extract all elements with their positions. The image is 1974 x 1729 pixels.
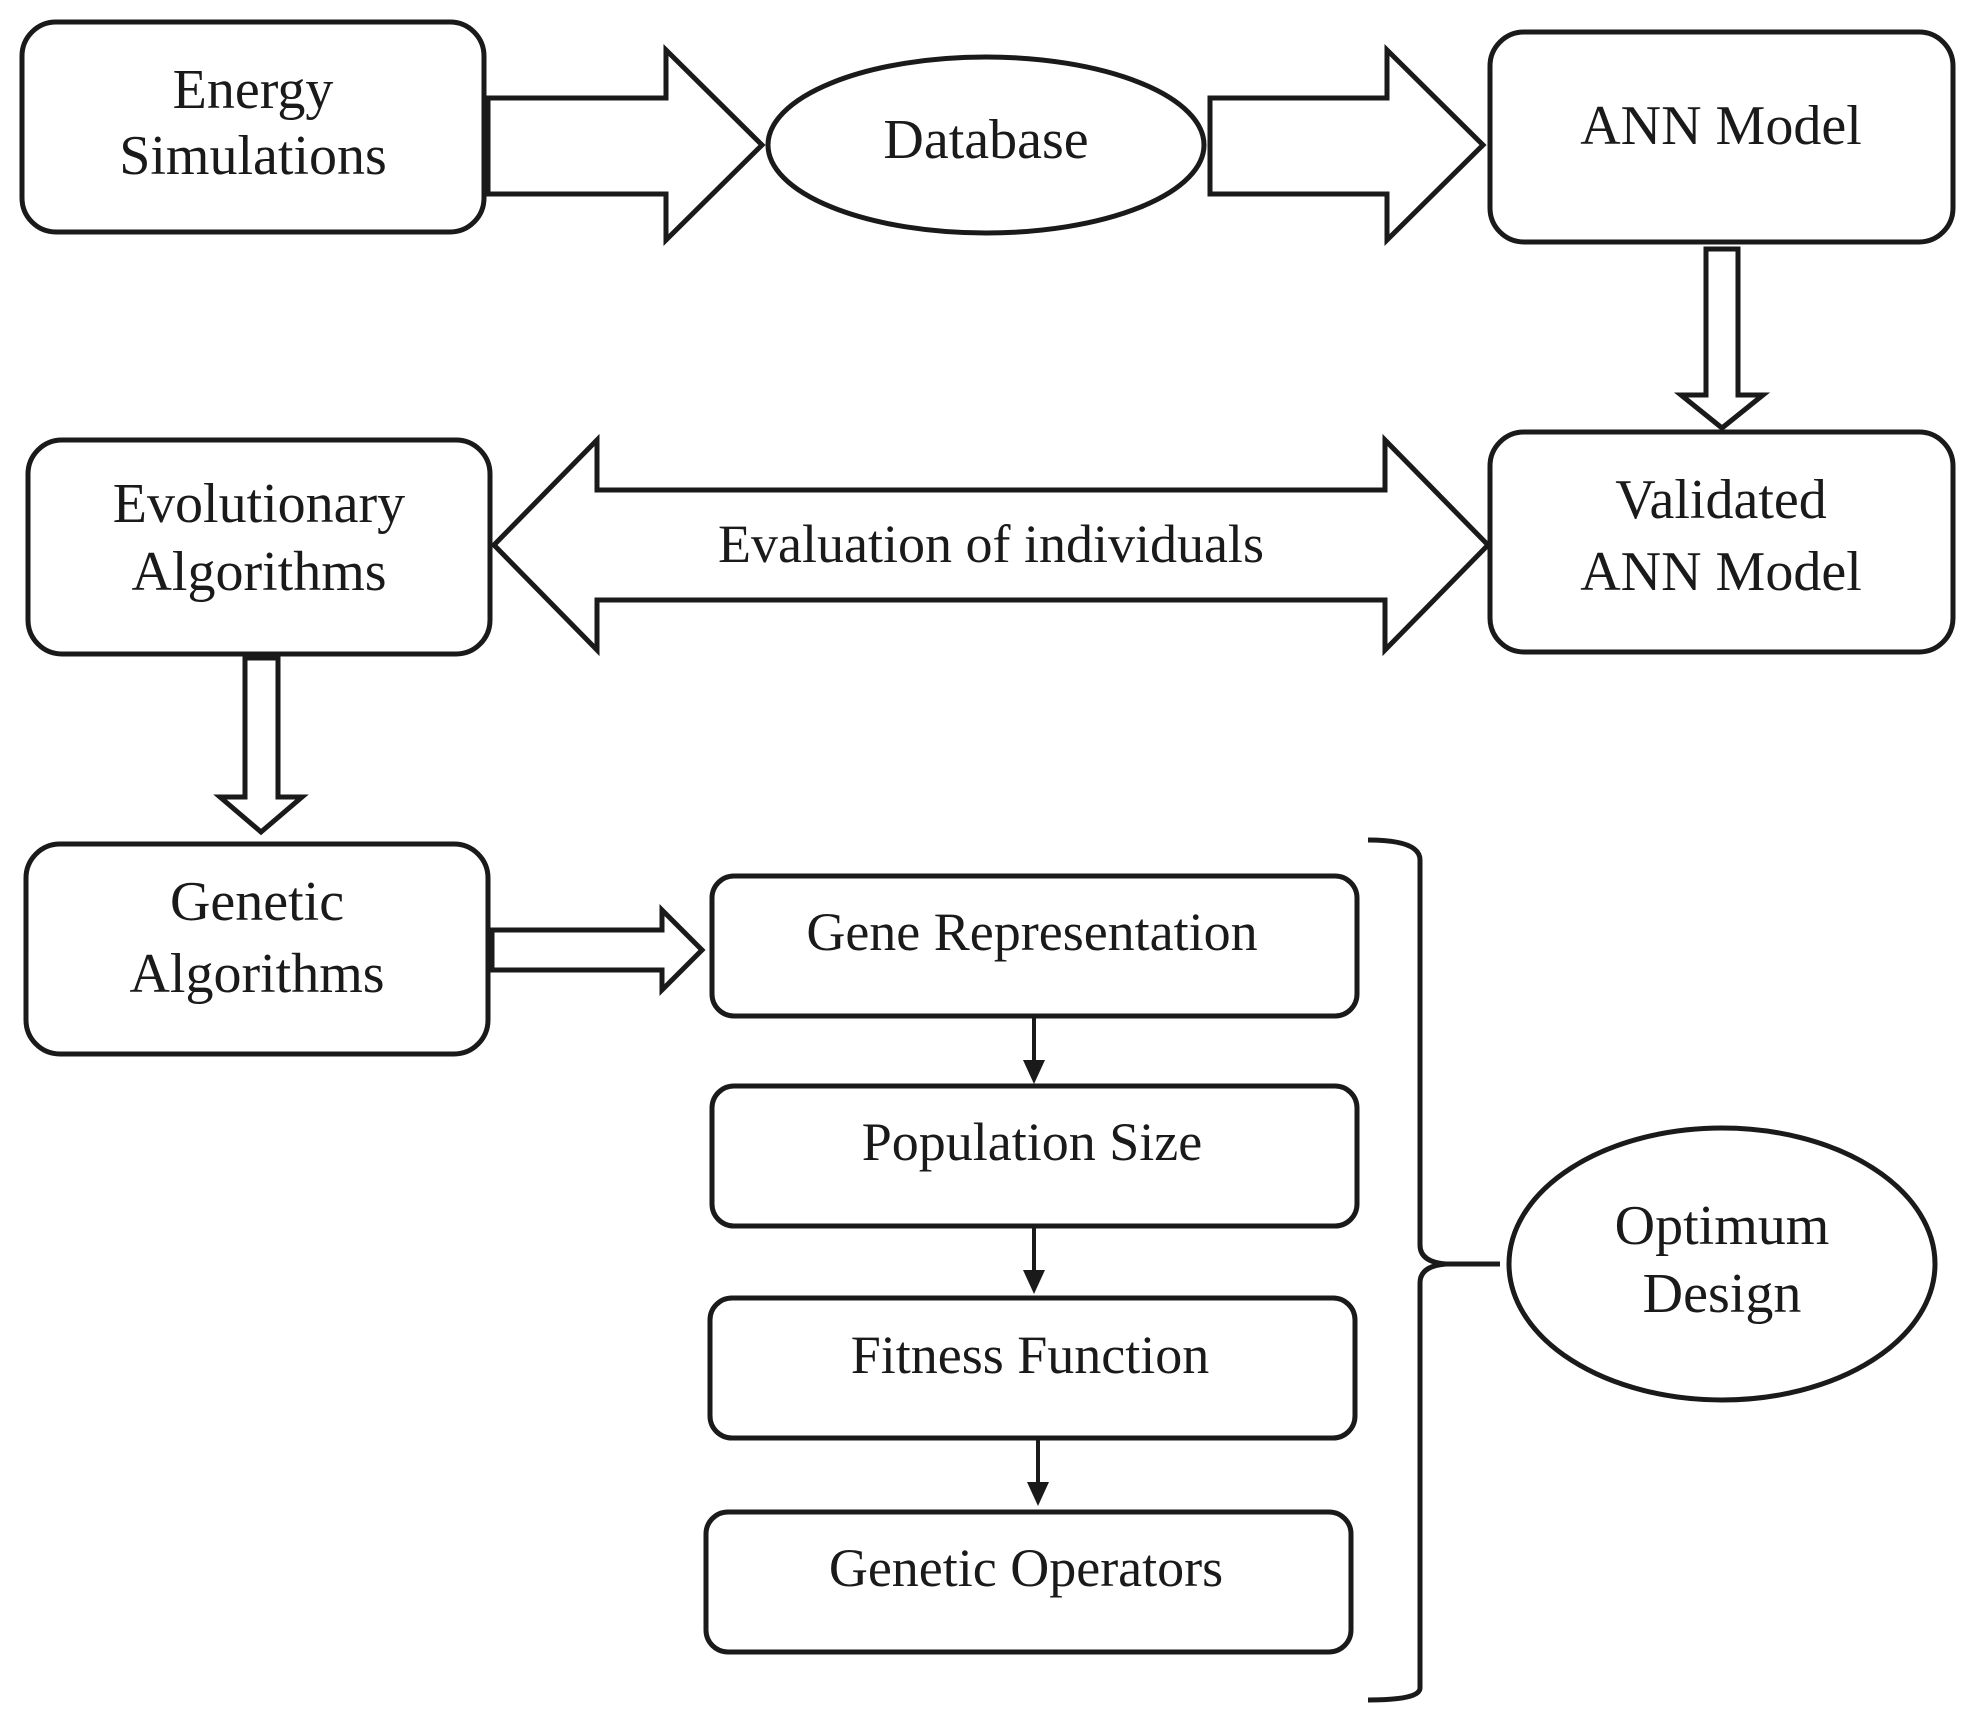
arrow-database-to-ann <box>1207 44 1487 246</box>
genetic-algorithms-node: Genetic Algorithms <box>23 841 491 1057</box>
gene-representation-node: Gene Representation <box>709 873 1360 1019</box>
arrowhead-gene-to-population <box>1023 1060 1045 1084</box>
arrow-genetic-to-gene-representation <box>489 903 706 997</box>
evolutionary-algorithms-node: Evolutionary Algorithms <box>25 437 493 657</box>
arrow-ann-to-validated <box>1673 246 1771 432</box>
database-label: Database <box>883 109 1088 171</box>
population-size-node: Population Size <box>709 1083 1360 1229</box>
validated-ann-model-node: Validated ANN Model <box>1487 429 1956 655</box>
fitness-function-node: Fitness Function <box>707 1295 1358 1441</box>
energy-simulations-label-line2: Simulations <box>119 125 387 187</box>
arrowhead-fitness-to-operators <box>1027 1482 1049 1506</box>
optimum-design-label-line1: Optimum <box>1615 1195 1830 1257</box>
fitness-function-label: Fitness Function <box>851 1325 1210 1385</box>
ann-model-node: ANN Model <box>1487 29 1956 245</box>
validated-ann-model-label-line2: ANN Model <box>1580 541 1862 603</box>
ann-model-label: ANN Model <box>1580 95 1862 157</box>
genetic-algorithms-label-line2: Algorithms <box>129 943 384 1005</box>
evaluation-of-individuals-label: Evaluation of individuals <box>718 514 1264 574</box>
steps-bracket <box>1367 837 1500 1703</box>
evolutionary-algorithms-label-line1: Evolutionary <box>113 473 405 535</box>
arrow-evolutionary-to-genetic <box>213 655 309 836</box>
evolutionary-algorithms-label-line2: Algorithms <box>131 541 386 603</box>
genetic-operators-label: Genetic Operators <box>829 1538 1223 1598</box>
genetic-operators-node: Genetic Operators <box>703 1509 1354 1655</box>
validated-ann-model-label-line1: Validated <box>1615 469 1826 531</box>
arrowhead-population-to-fitness <box>1023 1270 1045 1294</box>
gene-representation-label: Gene Representation <box>806 902 1257 962</box>
optimum-design-node: Optimum Design <box>1506 1125 1938 1403</box>
database-node: Database <box>765 54 1207 236</box>
genetic-algorithms-label-line1: Genetic <box>170 871 344 933</box>
optimum-design-label-line2: Design <box>1643 1263 1802 1325</box>
population-size-label: Population Size <box>862 1112 1202 1172</box>
arrow-energy-to-database <box>485 44 766 246</box>
energy-simulations-label-line1: Energy <box>173 59 334 121</box>
energy-simulations-node: Energy Simulations <box>19 19 487 235</box>
